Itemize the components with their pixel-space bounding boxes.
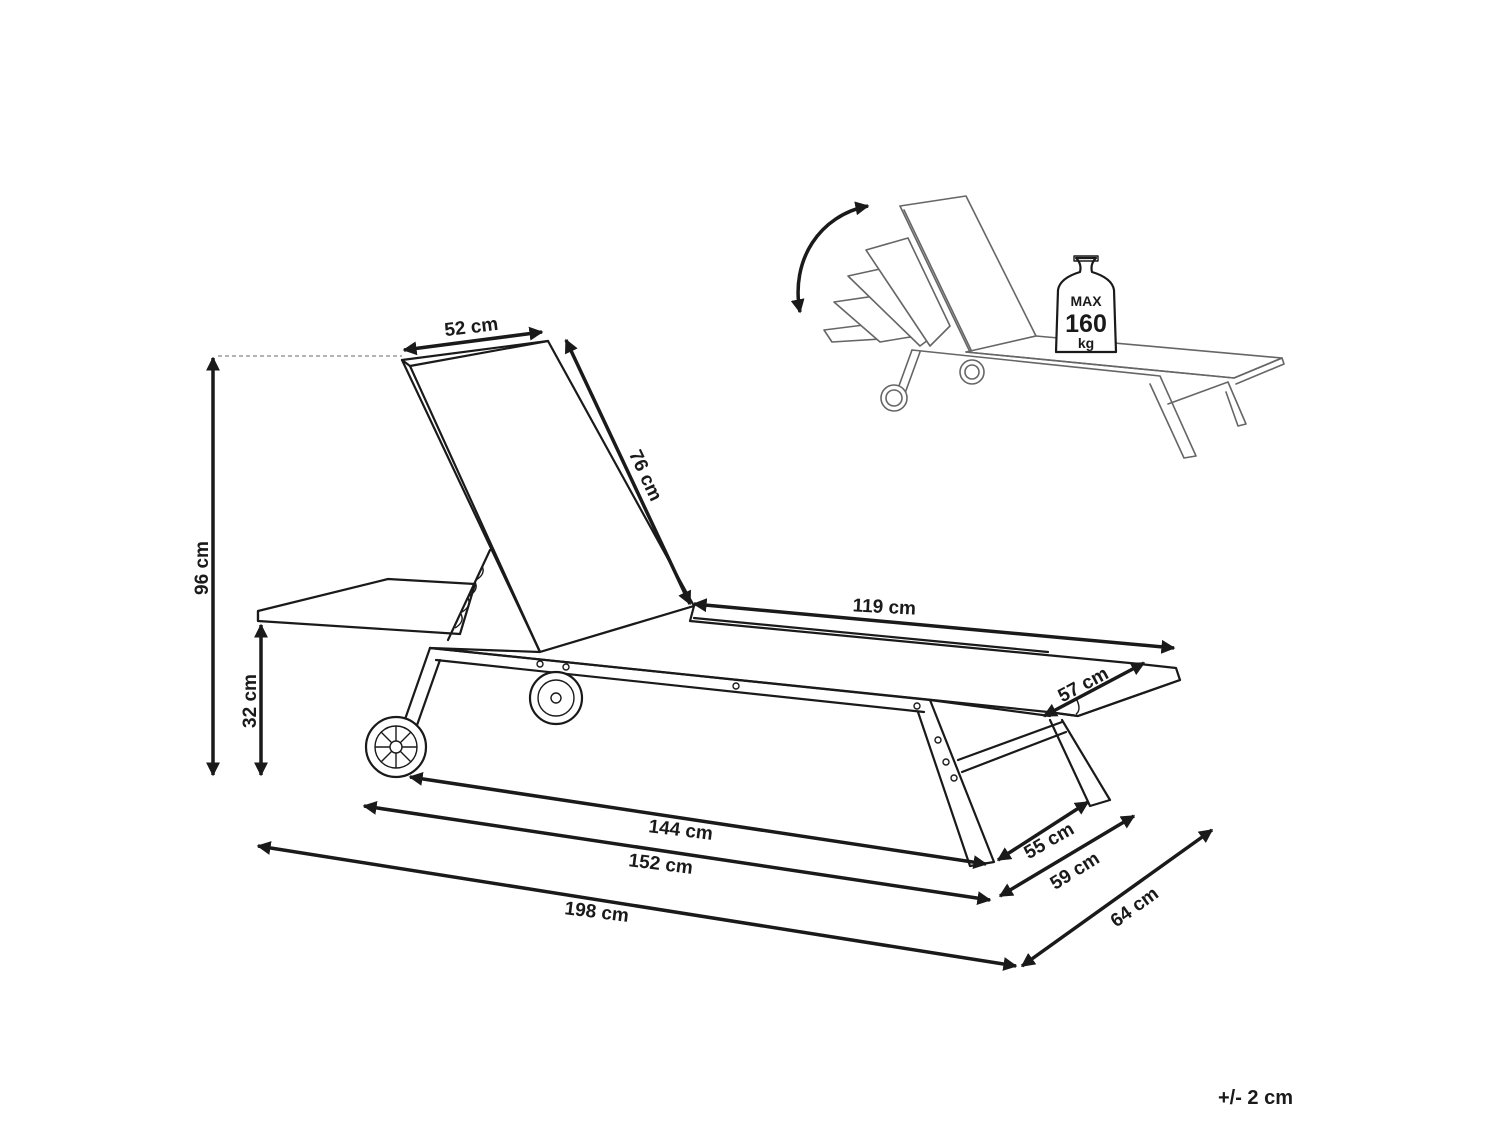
label-seat-height: 32 cm: [240, 674, 261, 728]
tolerance-note: +/- 2 cm: [1217, 1087, 1293, 1109]
label-frame-width: 59 cm: [1047, 848, 1104, 894]
dimension-arrows: [206, 326, 1214, 971]
near-wheel: [364, 715, 428, 779]
max-load-value: 160: [1065, 310, 1107, 338]
label-total-width: 64 cm: [1107, 883, 1163, 932]
label-height-total: 96 cm: [192, 541, 213, 595]
max-load-label: MAX: [1070, 293, 1102, 309]
dimension-labels: 96 cm 32 cm 52 cm 76 cm 119 cm 57 cm 144…: [192, 314, 1163, 932]
far-wheel: [528, 670, 584, 726]
max-load-weight-icon: MAX 160 kg: [1054, 255, 1118, 354]
max-load-unit: kg: [1078, 335, 1094, 351]
label-seat-length: 119 cm: [852, 595, 916, 619]
sun-lounger-main-drawing: [256, 339, 1182, 868]
recline-positions-illustration: [790, 195, 1285, 459]
